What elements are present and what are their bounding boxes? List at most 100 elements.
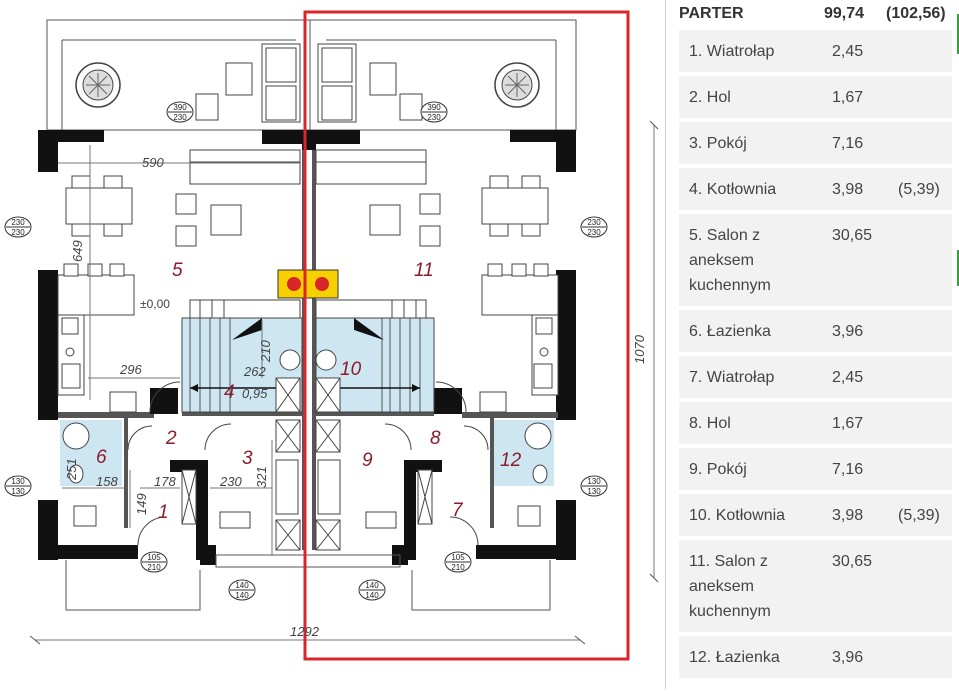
room-label-3: 3 xyxy=(242,448,253,469)
room-name: 12. Łazienka xyxy=(689,649,780,666)
dim-158: 158 xyxy=(96,474,118,489)
door-swings xyxy=(127,381,489,546)
svg-text:140: 140 xyxy=(365,581,379,590)
table-row: 11. Salon z aneksem kuchennym 30,65 xyxy=(679,540,952,632)
highlight-frame xyxy=(303,10,630,661)
room-label-2: 2 xyxy=(165,428,177,449)
dim-321: 321 xyxy=(254,466,269,488)
svg-text:210: 210 xyxy=(147,563,161,572)
table-row: 1. Wiatrołap 2,45 xyxy=(679,30,952,72)
terrace-furniture xyxy=(195,43,423,123)
room-name: 2. Hol xyxy=(689,89,731,106)
table-row: 5. Salon z aneksem kuchennym 30,65 xyxy=(679,214,952,306)
walls xyxy=(38,130,576,565)
dim-095: 0,95 xyxy=(242,386,268,401)
dim-210: 210 xyxy=(258,340,273,363)
svg-text:140: 140 xyxy=(365,591,379,600)
room-name: 11. Salon z aneksem kuchennym xyxy=(689,553,771,620)
room-name: 1. Wiatrołap xyxy=(689,43,775,60)
table-row: 7. Wiatrołap 2,45 xyxy=(679,356,952,398)
scroll-accent xyxy=(957,14,959,54)
svg-text:140: 140 xyxy=(235,581,249,590)
room-name: 9. Pokój xyxy=(689,461,747,478)
room-area: 2,45 xyxy=(832,369,864,386)
svg-text:130: 130 xyxy=(587,477,601,486)
dim-262: 262 xyxy=(243,364,266,379)
svg-text:230: 230 xyxy=(587,228,601,237)
room-area: 1,67 xyxy=(832,89,864,106)
wardrobe xyxy=(181,377,433,551)
room-area: 3,96 xyxy=(832,323,864,340)
dim-649: 649 xyxy=(70,240,85,262)
svg-text:230: 230 xyxy=(11,218,25,227)
room-label-8: 8 xyxy=(430,428,441,449)
table-row: 3. Pokój 7,16 xyxy=(679,122,952,164)
floor-plan: 5 11 2 3 4 6 1 10 9 8 12 7 590 649 296 2… xyxy=(4,10,659,661)
room-area: 1,67 xyxy=(832,415,864,432)
svg-text:230: 230 xyxy=(427,113,441,122)
table-row: 12. Łazienka 3,96 xyxy=(679,636,952,678)
stairs xyxy=(181,299,435,413)
room-area: 7,16 xyxy=(832,135,864,152)
dim-149: 149 xyxy=(134,493,149,515)
scroll-accent xyxy=(957,250,959,286)
svg-text:130: 130 xyxy=(11,477,25,486)
room-area: 3,98 xyxy=(832,181,864,198)
room-area: 3,98 xyxy=(832,507,864,524)
room-name: 3. Pokój xyxy=(689,135,747,152)
room-labels: 5 11 2 3 4 6 1 10 9 8 12 7 xyxy=(96,260,522,523)
dim-296: 296 xyxy=(119,362,142,377)
room-name: 7. Wiatrołap xyxy=(689,369,775,386)
room-area-table: PARTER 99,74 (102,56) 1. Wiatrołap 2,45 … xyxy=(665,0,959,689)
fireplace-icon xyxy=(277,269,339,299)
room-area-extra: (5,39) xyxy=(898,507,940,524)
table-row: 2. Hol 1,67 xyxy=(679,76,952,118)
grill-icon xyxy=(75,62,121,108)
room-label-5: 5 xyxy=(172,260,183,281)
table-row: 10. Kotłownia 3,98 (5,39) xyxy=(679,494,952,536)
floor-plan-drawing: 5 11 2 3 4 6 1 10 9 8 12 7 590 649 296 2… xyxy=(4,10,659,661)
table-row: 8. Hol 1,67 xyxy=(679,402,952,444)
header-extra: (102,56) xyxy=(886,5,946,22)
sofa xyxy=(189,149,427,185)
piers xyxy=(150,388,462,414)
svg-text:230: 230 xyxy=(587,218,601,227)
room-label-12: 12 xyxy=(500,450,522,471)
room-name: 4. Kotłownia xyxy=(689,181,777,198)
bathroom-fixtures xyxy=(60,420,554,527)
room-label-7: 7 xyxy=(452,500,464,521)
kitchen-counter xyxy=(57,314,559,413)
room-label-4: 4 xyxy=(224,382,235,403)
room-area-extra: (5,39) xyxy=(898,181,940,198)
room-label-1: 1 xyxy=(158,502,169,523)
living-furniture xyxy=(57,175,559,316)
room-name: 5. Salon z aneksem kuchennym xyxy=(689,227,771,294)
svg-text:230: 230 xyxy=(11,228,25,237)
room-area: 30,65 xyxy=(832,227,873,244)
room-area: 2,45 xyxy=(832,43,864,60)
dimension-labels: 590 649 296 210 262 0,95 158 178 230 321… xyxy=(64,155,647,639)
svg-text:105: 105 xyxy=(147,553,161,562)
room-name: 6. Łazienka xyxy=(689,323,771,340)
dim-590: 590 xyxy=(142,155,164,170)
dim-1070: 1070 xyxy=(632,334,647,364)
dim-230: 230 xyxy=(219,474,242,489)
svg-text:130: 130 xyxy=(11,487,25,496)
svg-text:140: 140 xyxy=(235,591,249,600)
room-furniture xyxy=(219,459,397,529)
svg-text:230: 230 xyxy=(173,113,187,122)
room-area: 3,96 xyxy=(832,649,864,666)
dimension-lines xyxy=(35,125,655,641)
room-area: 7,16 xyxy=(832,461,864,478)
svg-text:390: 390 xyxy=(427,103,441,112)
header-level: PARTER xyxy=(679,5,744,22)
svg-text:105: 105 xyxy=(451,553,465,562)
